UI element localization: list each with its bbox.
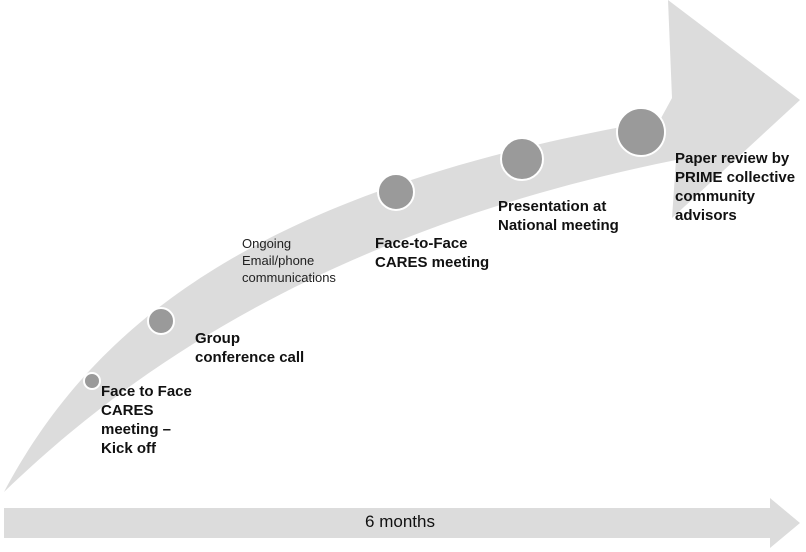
milestone-label-conference-call: Group conference call [195, 330, 305, 366]
milestone-dot-presentation [500, 137, 544, 181]
milestone-label-ongoing-communications: Ongoing Email/phone communications [242, 236, 336, 285]
milestone-dot-conference-call [147, 307, 175, 335]
milestone-label-face-to-face: Face-to-Face CARES meeting [375, 235, 490, 271]
timeline-arrow [4, 498, 800, 548]
curved-progress-arrow [4, 0, 800, 492]
timeline-duration-label: 6 months [365, 512, 435, 531]
milestone-label-kickoff: Face to Face CARES meeting – Kick off [101, 383, 192, 457]
milestone-label-presentation: Presentation at National meeting [498, 198, 619, 234]
milestone-dot-paper-review [616, 107, 666, 157]
milestone-dot-kickoff [83, 372, 101, 390]
milestone-label-paper-review: Paper review by PRIME collective communi… [675, 150, 796, 224]
milestone-dot-face-to-face [377, 173, 415, 211]
